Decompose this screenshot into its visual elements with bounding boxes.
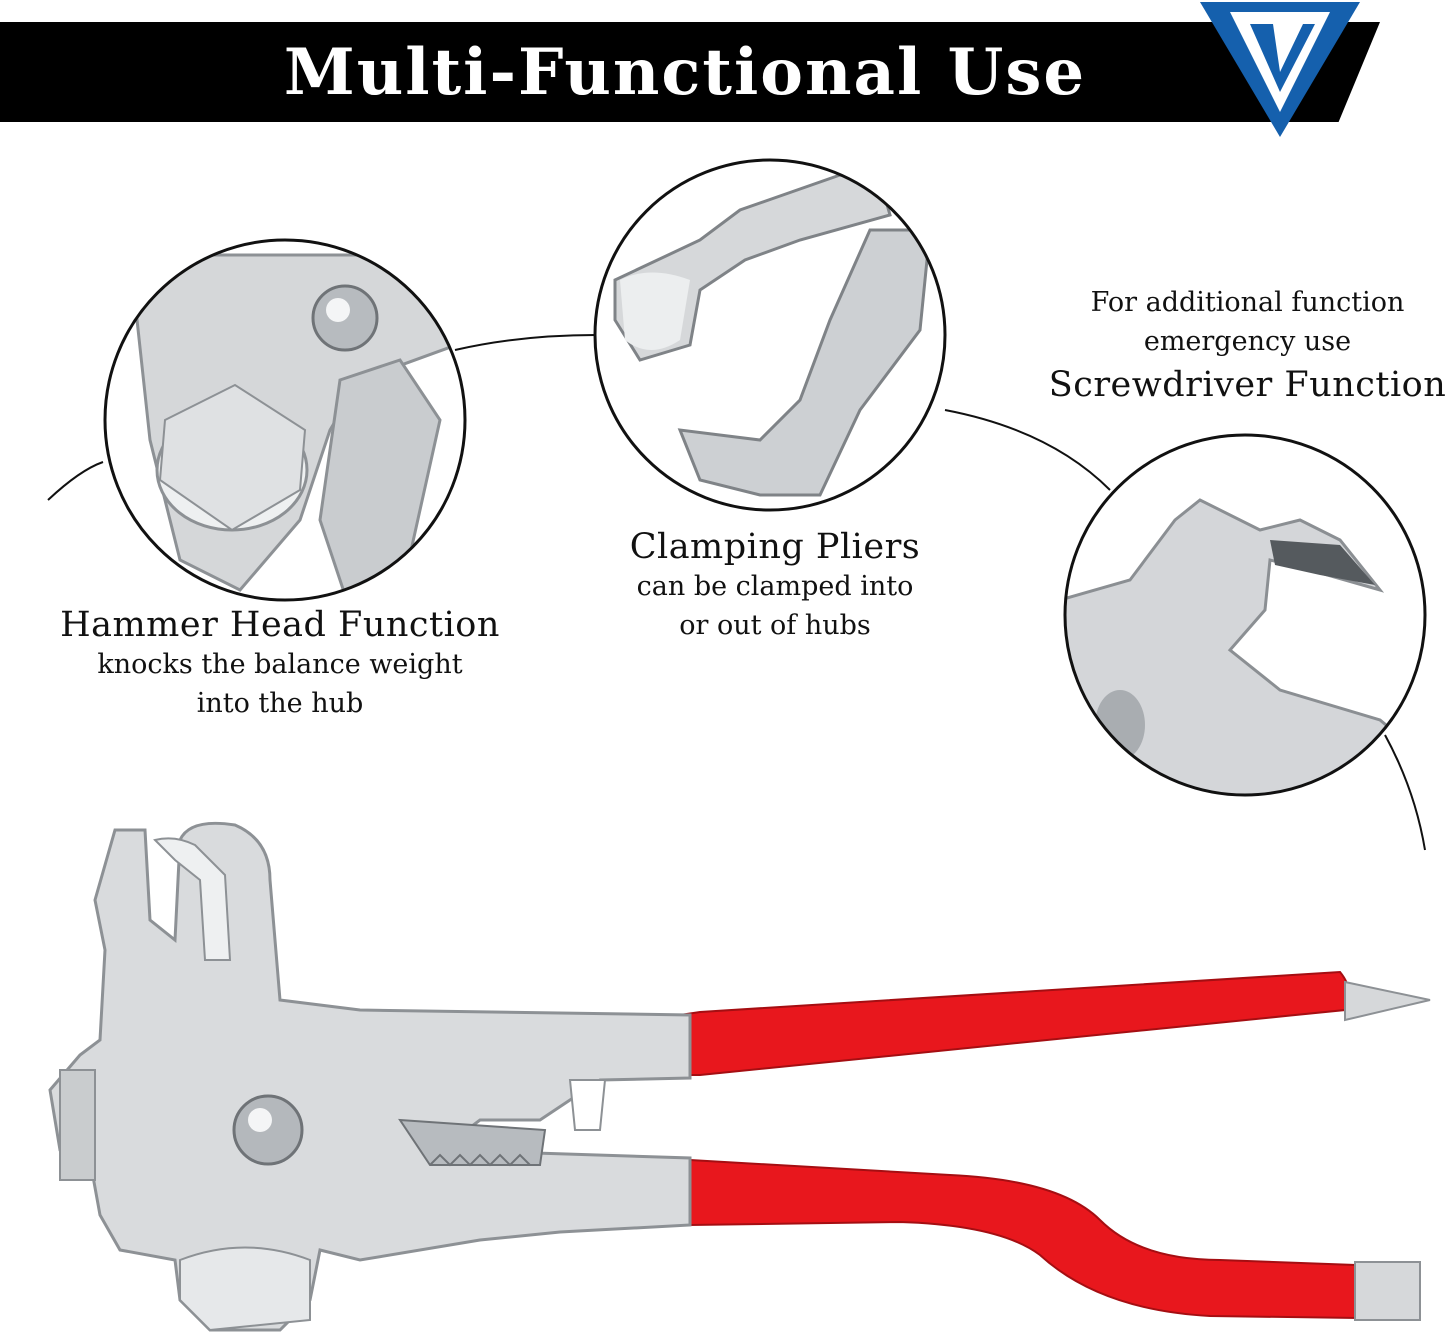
screwdriver-label: For additional function emergency use Sc…: [1040, 283, 1445, 405]
clamping-label: Clamping Pliers can be clamped into or o…: [560, 527, 990, 645]
hammer-closeup-circle: [103, 238, 467, 602]
hammer-desc-line1: knocks the balance weight: [97, 649, 463, 680]
hammer-title: Hammer Head Function: [60, 605, 500, 645]
clamping-title: Clamping Pliers: [629, 527, 921, 567]
hammer-desc-line2: into the hub: [196, 688, 364, 719]
clamping-closeup-circle: [593, 158, 947, 512]
title-banner: [0, 22, 1380, 122]
clamping-desc-line2: or out of hubs: [679, 610, 871, 641]
clamping-desc-line1: can be clamped into: [636, 571, 914, 602]
screwdriver-title: Screwdriver Function: [1048, 365, 1445, 405]
banner-title: Multi-Functional Use: [283, 34, 1087, 110]
screwdriver-closeup-circle: [1063, 433, 1427, 797]
screwdriver-desc-line2: emergency use: [1143, 326, 1352, 357]
hammer-label: Hammer Head Function knocks the balance …: [30, 605, 530, 723]
wheel-weight-plier-hammer-illustration: [48, 821, 1431, 1332]
v-chevron-logo-icon: [1200, 2, 1360, 137]
screwdriver-desc-line1: For additional function: [1090, 287, 1405, 318]
